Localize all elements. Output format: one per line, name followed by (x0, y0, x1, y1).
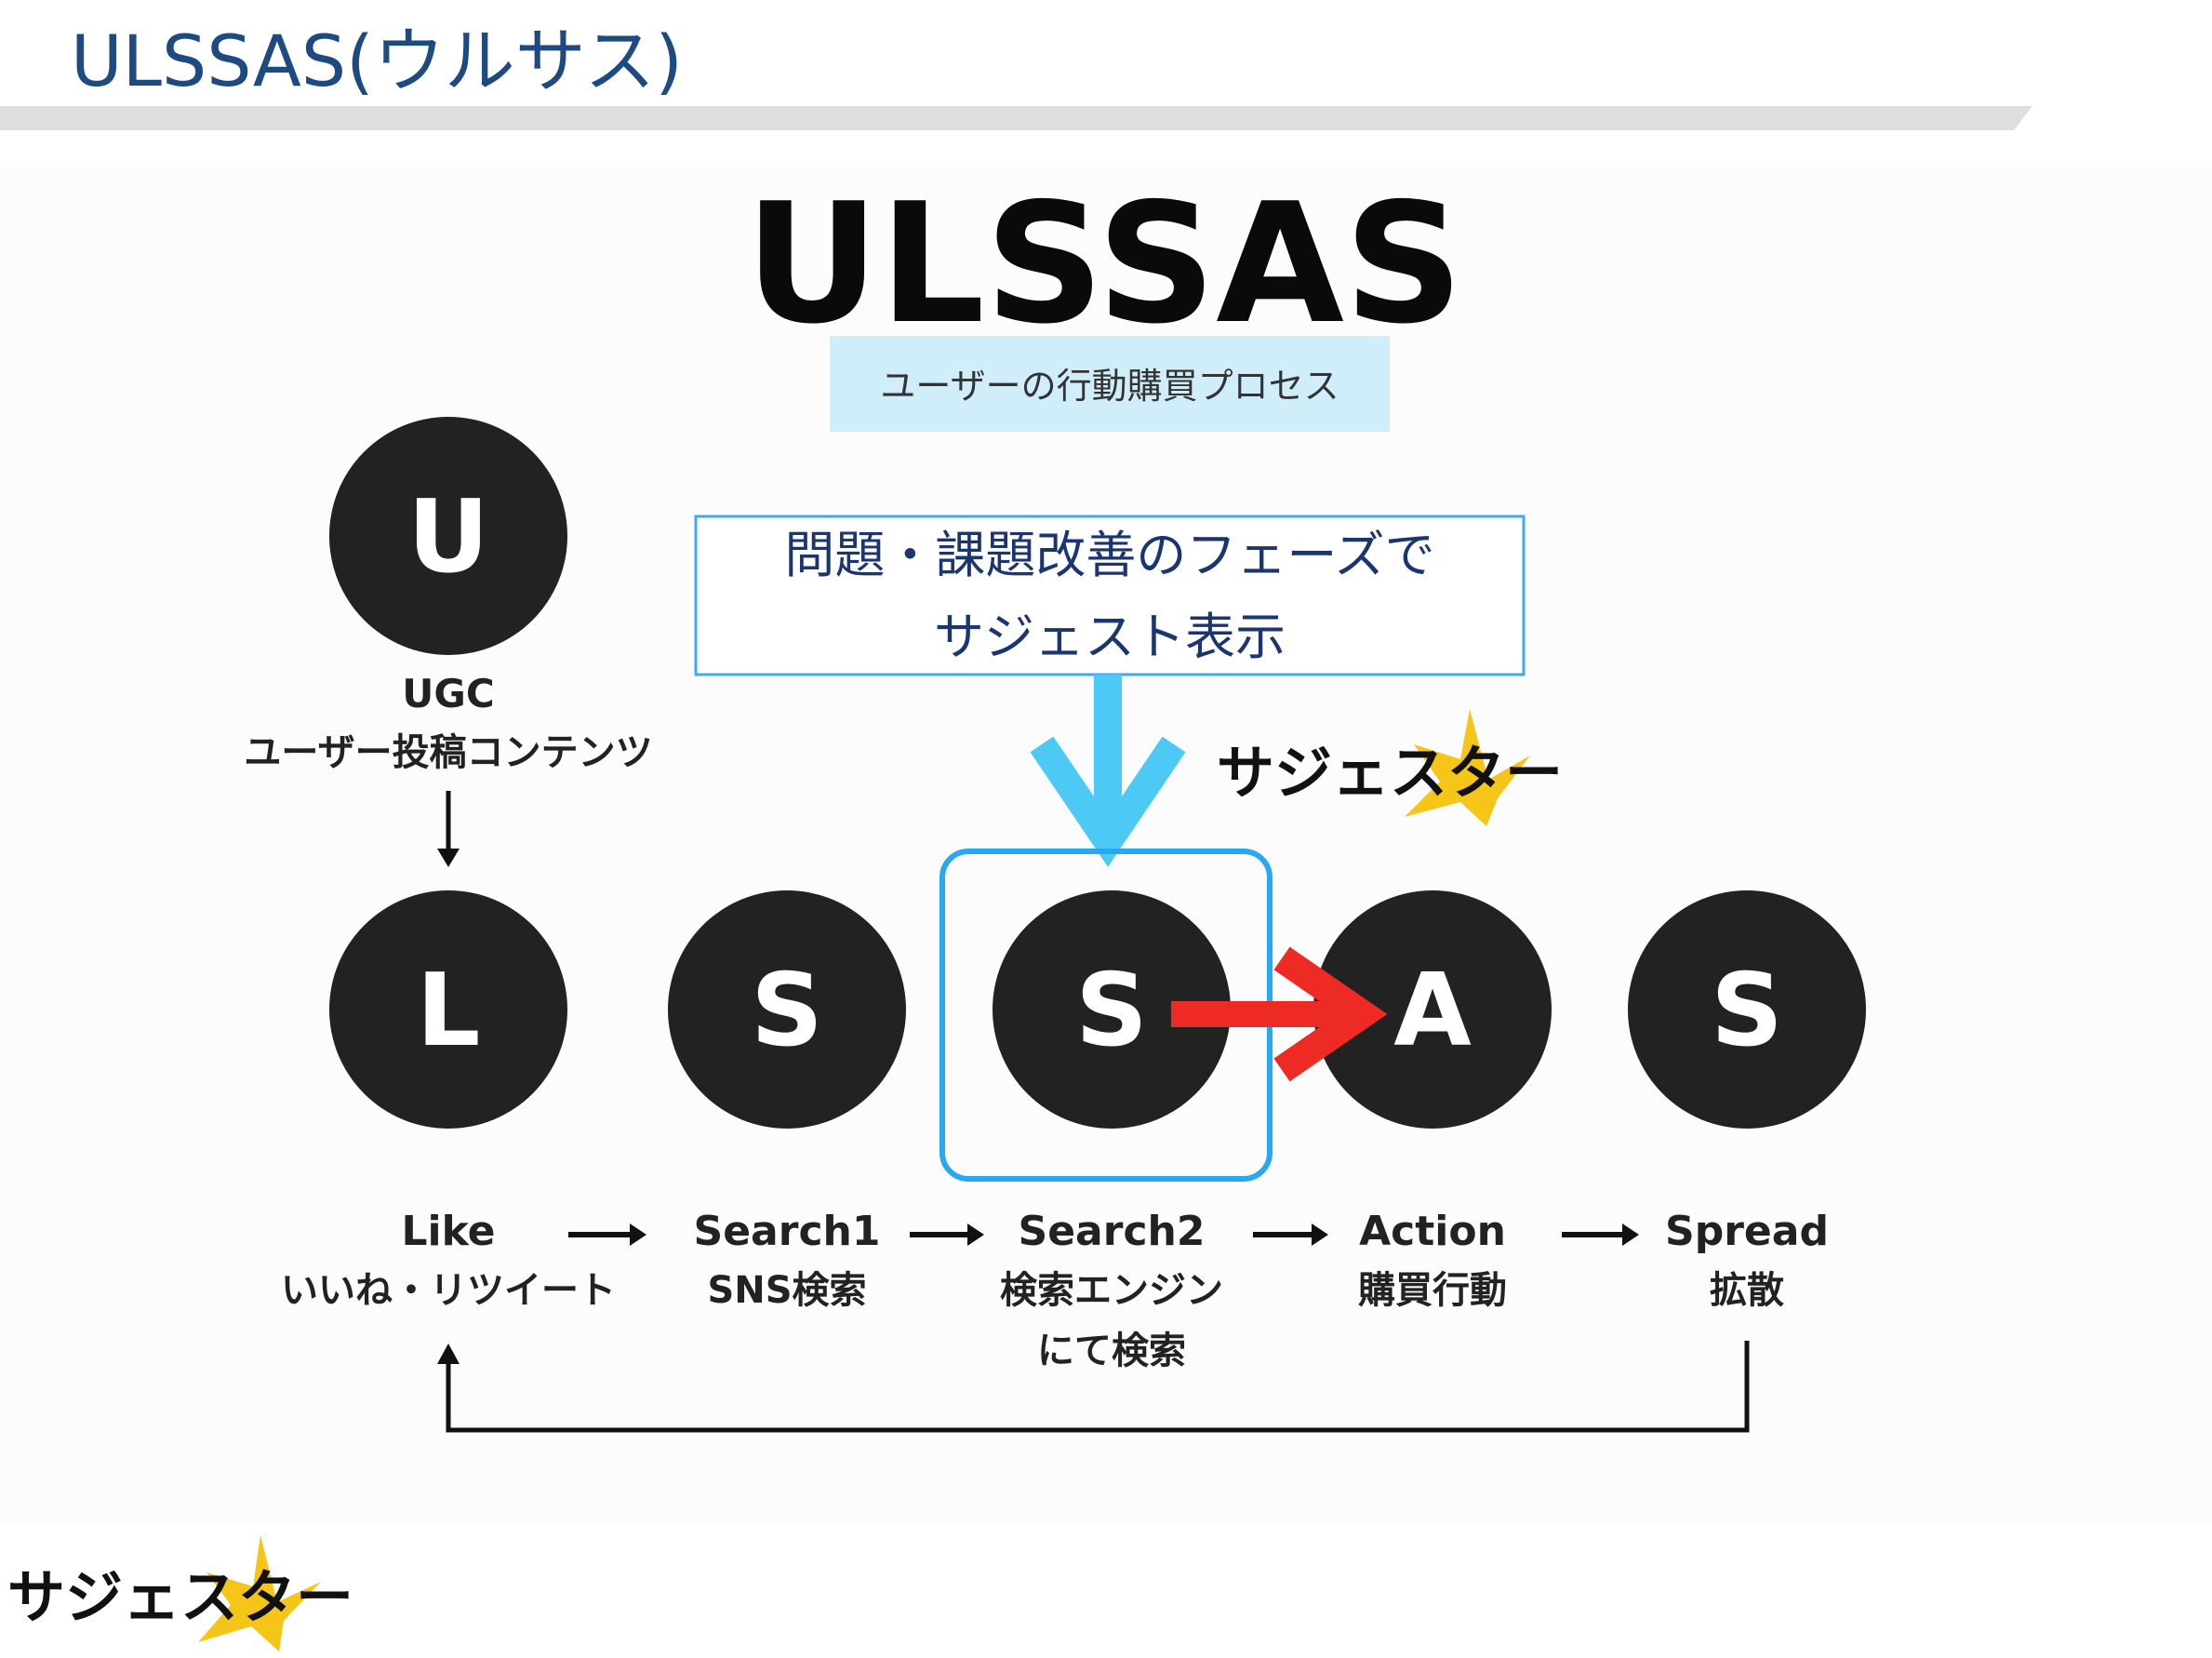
step-3: A Action 購買行動 (1313, 890, 1552, 1312)
step-0: L Like いいね・リツイート (281, 890, 616, 1312)
ugc-label: UGC (402, 671, 494, 716)
arrow-right-icon (1253, 1223, 1328, 1246)
step-circle (993, 890, 1231, 1129)
step-sublabel: いいね・リツイート (281, 1269, 616, 1312)
circle-letter: U (407, 479, 489, 595)
logo-text: サジェスター (1217, 739, 1563, 807)
step-sublabel: 購買行動 (1358, 1269, 1507, 1312)
feedback-loop-arrow (437, 1341, 1750, 1433)
footer-logo-text: サジェスター (7, 1563, 353, 1631)
blue-arrow-down-icon (1030, 675, 1186, 867)
arrow-right-icon (910, 1223, 984, 1246)
step-4: S Spread 拡散 (1628, 890, 1866, 1312)
step-circle (329, 890, 567, 1129)
step-letter: S (1711, 953, 1783, 1069)
sugester-logo: サジェスター (1217, 709, 1563, 826)
diagram-subtitle: ユーザーの行動購買プロセス (880, 366, 1339, 407)
slide-title: ULSSAS(ウルサス) (71, 20, 683, 102)
step-circle (1313, 890, 1552, 1129)
step-label: Action (1359, 1208, 1506, 1255)
step-sublabel: 検索エンジン (1000, 1269, 1223, 1312)
step-sublabel-2: にて検索 (1037, 1330, 1186, 1372)
callout-line-2: サジェスト表示 (934, 608, 1286, 666)
step-letter: L (417, 953, 481, 1069)
step-letter: S (751, 953, 823, 1069)
callout-line-1: 問題・課題改善のフェーズで (784, 526, 1434, 584)
footer-sugester-logo: サジェスター (7, 1535, 353, 1651)
diagram-heading: ULSSAS (745, 167, 1463, 360)
arrow-down-icon (437, 791, 460, 867)
arrow-right-icon (1562, 1223, 1639, 1246)
step-sublabel: SNS検索 (707, 1269, 866, 1312)
step-label: Like (401, 1208, 495, 1255)
subtitle-box (830, 336, 1390, 432)
step-label: Spread (1665, 1208, 1829, 1255)
red-arrow-icon (1171, 946, 1388, 1082)
step-circle (668, 890, 906, 1129)
step-circle (1628, 890, 1866, 1129)
circle-u (329, 417, 567, 655)
step-label: Search1 (694, 1208, 881, 1255)
step-sublabel: 拡散 (1710, 1269, 1784, 1312)
arrow-right-icon (568, 1223, 646, 1246)
step-letter: S (1075, 953, 1148, 1069)
step-label: Search2 (1019, 1208, 1206, 1255)
ugc-sublabel: ユーザー投稿コンテンツ (244, 731, 652, 774)
step-letter: A (1393, 953, 1472, 1069)
title-divider-bar (0, 106, 2032, 130)
